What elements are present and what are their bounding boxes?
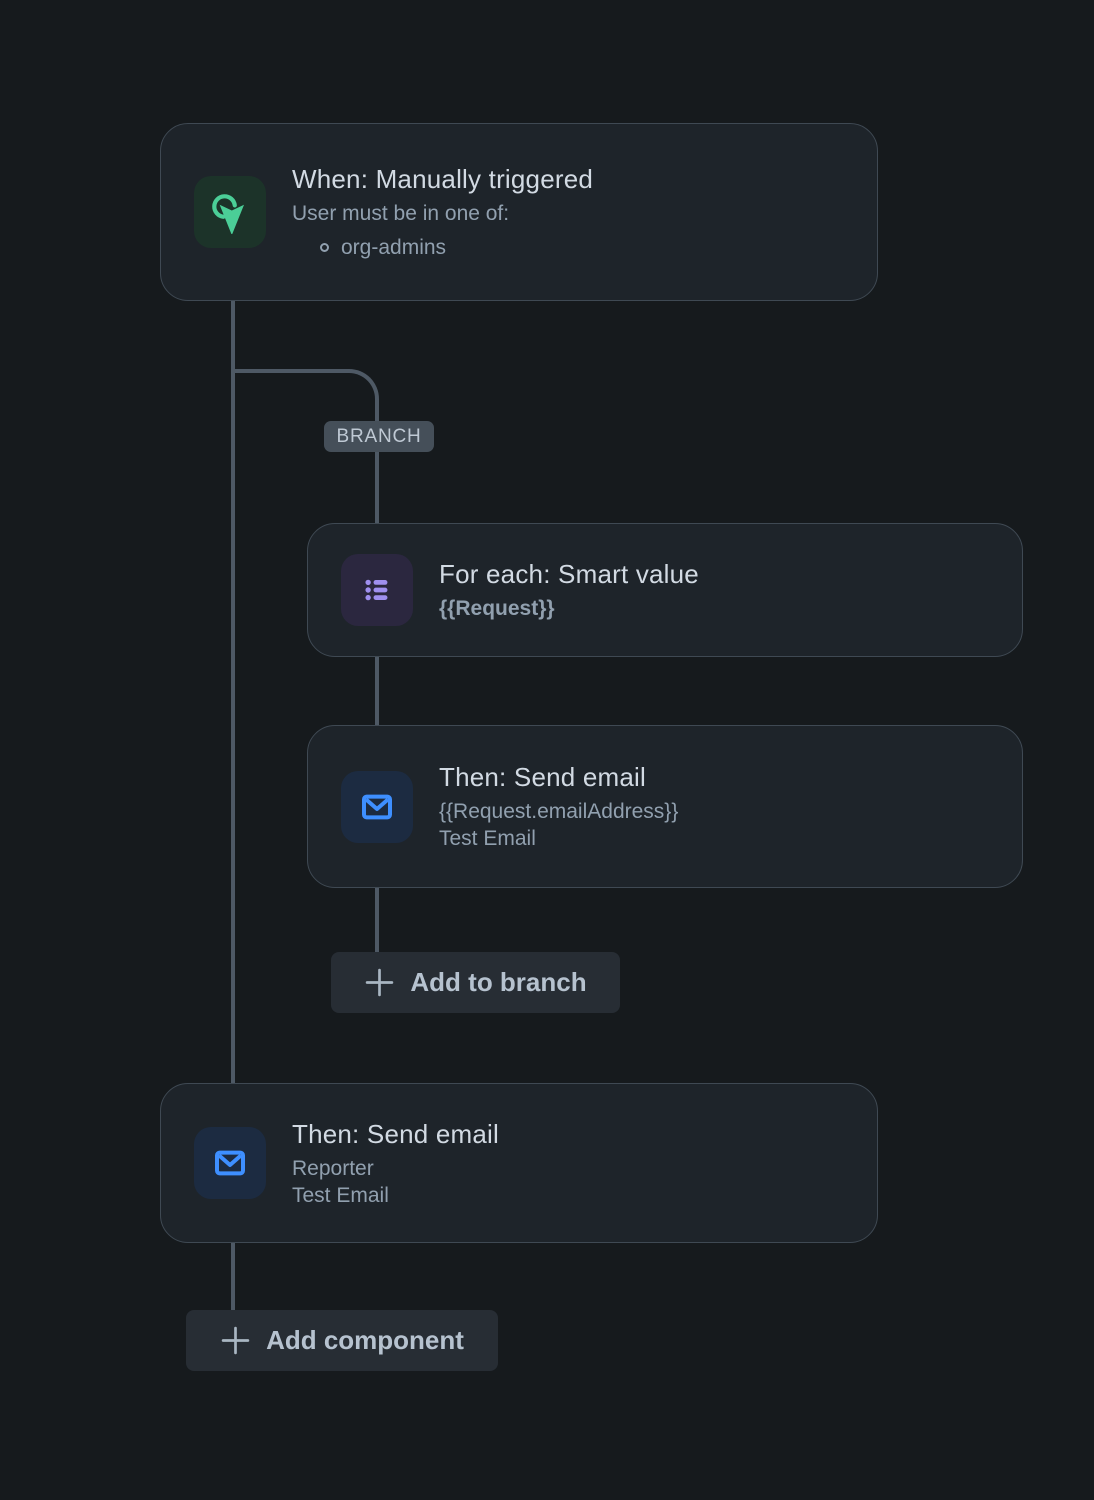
trigger-card-text: When: Manually triggered User must be in… [292,163,593,261]
send-email-branch-text: Then: Send email {{Request.emailAddress}… [439,761,678,852]
email-icon [194,1127,266,1199]
manual-trigger-icon [194,176,266,248]
send-email-main-title: Then: Send email [292,1118,499,1149]
trigger-title: When: Manually triggered [292,164,594,194]
trigger-subtitle: User must be in one of: [292,202,510,225]
add-to-branch-button[interactable]: Add to branch [331,952,620,1013]
connector-bottom-segment [231,1241,235,1312]
connector-main-line [231,301,235,1085]
send-email-main-card[interactable]: Then: Send email Reporter Test Email [160,1083,878,1243]
add-component-button[interactable]: Add component [186,1310,498,1371]
email-icon [341,770,413,843]
for-each-card[interactable]: For each: Smart value {{Request}} [307,523,1023,657]
trigger-card[interactable]: When: Manually triggered User must be in… [160,123,878,301]
send-email-main-recipient: Reporter [292,1156,374,1180]
plus-icon [221,1326,250,1355]
send-email-branch-subject: Test Email [439,827,536,850]
for-each-title: For each: Smart value [439,559,699,589]
send-email-branch-title: Then: Send email [439,762,646,792]
trigger-list-item-label: org-admins [341,236,447,259]
plus-icon [366,968,394,997]
connector-branch-segment-2 [375,885,379,954]
send-email-branch-recipient: {{Request.emailAddress}} [439,800,679,823]
list-icon [341,554,413,626]
for-each-smart-value: {{Request}} [439,597,555,620]
branch-badge: BRANCH [324,421,434,452]
trigger-list-item: org-admins [292,234,593,261]
add-component-label: Add component [266,1325,464,1355]
send-email-branch-card[interactable]: Then: Send email {{Request.emailAddress}… [307,725,1023,888]
connector-branch-segment-1 [375,654,379,728]
add-to-branch-label: Add to branch [410,967,587,997]
bullet-circle-icon [320,243,329,252]
send-email-main-text: Then: Send email Reporter Test Email [292,1118,499,1209]
send-email-main-subject: Test Email [292,1183,389,1207]
branch-badge-label: BRANCH [336,425,422,447]
for-each-card-text: For each: Smart value {{Request}} [439,558,699,622]
